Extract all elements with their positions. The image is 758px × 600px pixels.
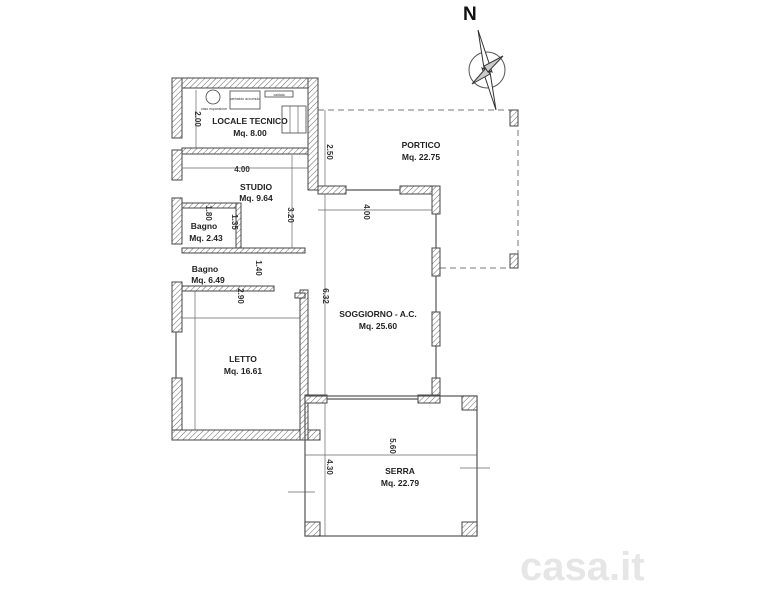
- dim-studio-width: 4.00: [234, 165, 250, 174]
- svg-text:LETTO: LETTO: [229, 354, 257, 364]
- serra-outline: [288, 395, 490, 537]
- dim-serra-width: 5.60: [388, 438, 397, 454]
- svg-text:Mq. 6.49: Mq. 6.49: [191, 275, 225, 285]
- svg-text:SERRA: SERRA: [385, 466, 415, 476]
- svg-text:Bagno: Bagno: [191, 221, 217, 231]
- dim-bagno2-b: 2.90: [236, 288, 245, 304]
- dim-bagno2-a: 1.40: [254, 260, 263, 276]
- svg-text:Mq. 2.43: Mq. 2.43: [189, 233, 223, 243]
- north-compass-icon: N: [463, 4, 506, 111]
- portico-outline: [318, 109, 519, 269]
- dim-serra-height: 4.30: [325, 459, 334, 475]
- svg-text:Mq. 22.75: Mq. 22.75: [402, 152, 441, 162]
- dim-soggiorno-width: 4.00: [362, 204, 371, 220]
- dim-tecnico-height: 2.00: [193, 111, 202, 127]
- room-serra: SERRA Mq. 22.79: [381, 466, 420, 488]
- svg-text:Mq. 22.79: Mq. 22.79: [381, 478, 420, 488]
- dim-portico-height: 2.50: [325, 144, 334, 160]
- room-letto: LETTO Mq. 16.61: [224, 354, 263, 376]
- north-label: N: [463, 4, 477, 25]
- dim-bagno-b: 1.35: [230, 214, 239, 230]
- dim-studio-height: 3.20: [286, 207, 295, 223]
- boiler-equipment: vaso espansione serbatoio accumulo calda…: [201, 89, 307, 134]
- walls: [171, 77, 441, 441]
- svg-text:Mq. 16.61: Mq. 16.61: [224, 366, 263, 376]
- serbatoio-label: serbatoio accumulo: [230, 97, 260, 101]
- watermark: casa.it: [520, 545, 645, 589]
- svg-text:STUDIO: STUDIO: [240, 182, 273, 192]
- dim-bagno-a: 1.80: [204, 205, 213, 221]
- room-bagno-2: Bagno Mq. 6.49: [191, 264, 225, 285]
- svg-text:Mq. 8.00: Mq. 8.00: [233, 128, 267, 138]
- svg-text:LOCALE TECNICO: LOCALE TECNICO: [212, 116, 288, 126]
- svg-text:Mq. 25.60: Mq. 25.60: [359, 321, 398, 331]
- dimension-lines: [182, 90, 477, 536]
- svg-text:Mq. 9.64: Mq. 9.64: [239, 193, 273, 203]
- caldaia-label: caldaia: [273, 93, 284, 97]
- room-studio: STUDIO Mq. 9.64: [239, 182, 273, 203]
- dim-soggiorno-height: 6.32: [321, 288, 330, 304]
- room-portico: PORTICO Mq. 22.75: [402, 140, 441, 162]
- svg-text:Bagno: Bagno: [192, 264, 218, 274]
- vaso-label: vaso espansione: [201, 107, 227, 111]
- room-soggiorno: SOGGIORNO - A.C. Mq. 25.60: [339, 309, 417, 331]
- room-bagno-1: Bagno Mq. 2.43: [189, 221, 223, 243]
- svg-text:SOGGIORNO - A.C.: SOGGIORNO - A.C.: [339, 309, 417, 319]
- room-locale-tecnico: LOCALE TECNICO Mq. 8.00: [212, 116, 288, 138]
- svg-text:PORTICO: PORTICO: [402, 140, 441, 150]
